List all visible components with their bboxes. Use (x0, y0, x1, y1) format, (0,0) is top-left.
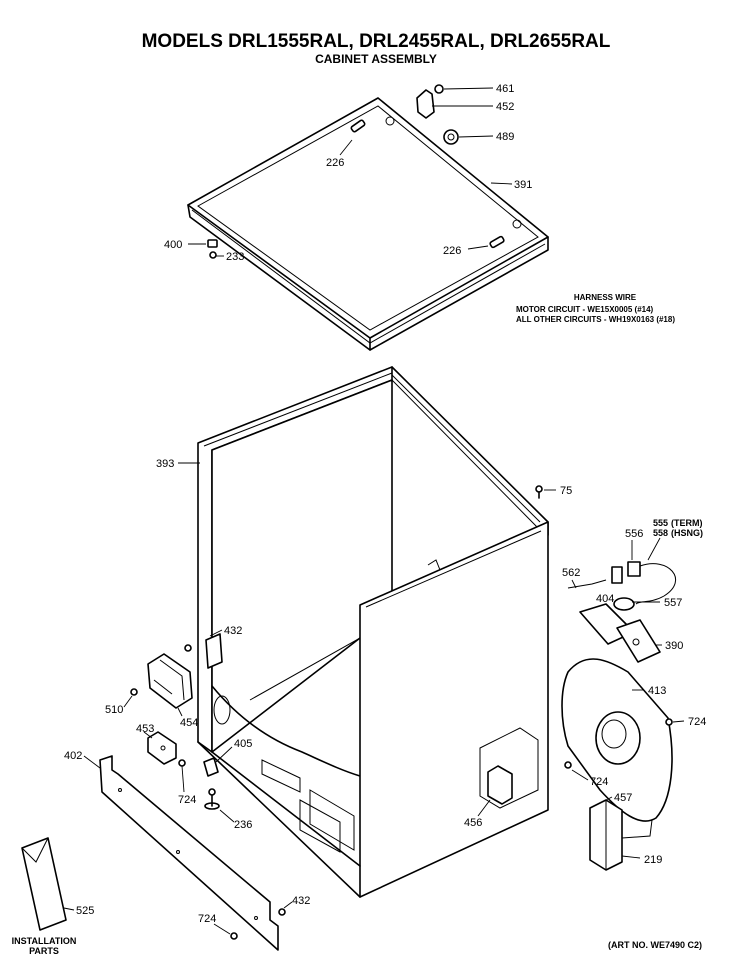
label-556: 556 (625, 528, 643, 540)
label-457: 457 (614, 792, 632, 804)
leveling-leg (204, 788, 220, 810)
installation-line-2: PARTS (29, 946, 59, 956)
label-525: 525 (76, 905, 94, 917)
label-562: 562 (562, 567, 580, 579)
label-558-note: (HSNG) (671, 528, 703, 538)
hinge-bracket (416, 84, 459, 145)
label-404: 404 (596, 593, 614, 605)
bracket-453 (147, 731, 177, 765)
label-432-lower: 432 (292, 895, 310, 907)
toe-kick-panel (99, 755, 279, 951)
harness-heading: HARNESS WIRE (574, 293, 637, 302)
label-489: 489 (496, 131, 514, 143)
label-390: 390 (665, 640, 683, 652)
label-226-top: 226 (326, 157, 344, 169)
label-555: 555 (653, 518, 668, 528)
cover-clip (207, 239, 218, 259)
screw-724-left (178, 759, 186, 767)
art-number: (ART NO. WE7490 C2) (608, 940, 702, 950)
label-75: 75 (560, 485, 572, 497)
label-558: 558 (653, 528, 668, 538)
screw-510 (130, 688, 138, 696)
bracket-456 (487, 765, 513, 805)
label-391: 391 (514, 179, 532, 191)
rear-panel (561, 658, 673, 822)
label-402: 402 (64, 750, 82, 762)
label-452: 452 (496, 101, 514, 113)
label-233: 233 (226, 251, 244, 263)
label-454: 454 (180, 717, 198, 729)
label-724-mid: 724 (590, 776, 608, 788)
screw-724 (564, 761, 572, 769)
label-393: 393 (156, 458, 174, 470)
installation-line-1: INSTALLATION (12, 936, 77, 946)
screw-724-bottom (230, 932, 238, 940)
screw-75 (535, 485, 543, 499)
clip-405 (203, 757, 219, 777)
label-236: 236 (234, 819, 252, 831)
label-226-bottom: 226 (443, 245, 461, 257)
screw-432-bottom (278, 908, 286, 916)
label-461: 461 (496, 83, 514, 95)
screw-432 (184, 644, 192, 652)
top-cover (187, 97, 549, 351)
harness-line-1: MOTOR CIRCUIT - WE15X0005 (#14) (516, 305, 654, 314)
label-219: 219 (644, 854, 662, 866)
installation-parts-bag (21, 837, 67, 931)
harness-line-2: ALL OTHER CIRCUITS - WH19X0163 (#18) (516, 315, 675, 324)
label-453: 453 (136, 723, 154, 735)
diagram-title: MODELS DRL1555RAL, DRL2455RAL, DRL2655RA… (142, 31, 611, 52)
label-413: 413 (648, 685, 666, 697)
door-switch-group (567, 561, 677, 663)
label-557: 557 (664, 597, 682, 609)
label-400: 400 (164, 239, 182, 251)
diagram-subtitle: CABINET ASSEMBLY (315, 52, 437, 66)
door-hinge (147, 653, 193, 709)
clip-432 (205, 633, 223, 669)
label-405: 405 (234, 738, 252, 750)
label-555-note: (TERM) (671, 518, 703, 528)
label-432-upper: 432 (224, 625, 242, 637)
label-724-rear: 724 (688, 716, 706, 728)
label-456: 456 (464, 817, 482, 829)
label-724-left: 724 (178, 794, 196, 806)
label-510: 510 (105, 704, 123, 716)
label-724-bottom: 724 (198, 913, 216, 925)
cabinet-body (197, 366, 549, 898)
